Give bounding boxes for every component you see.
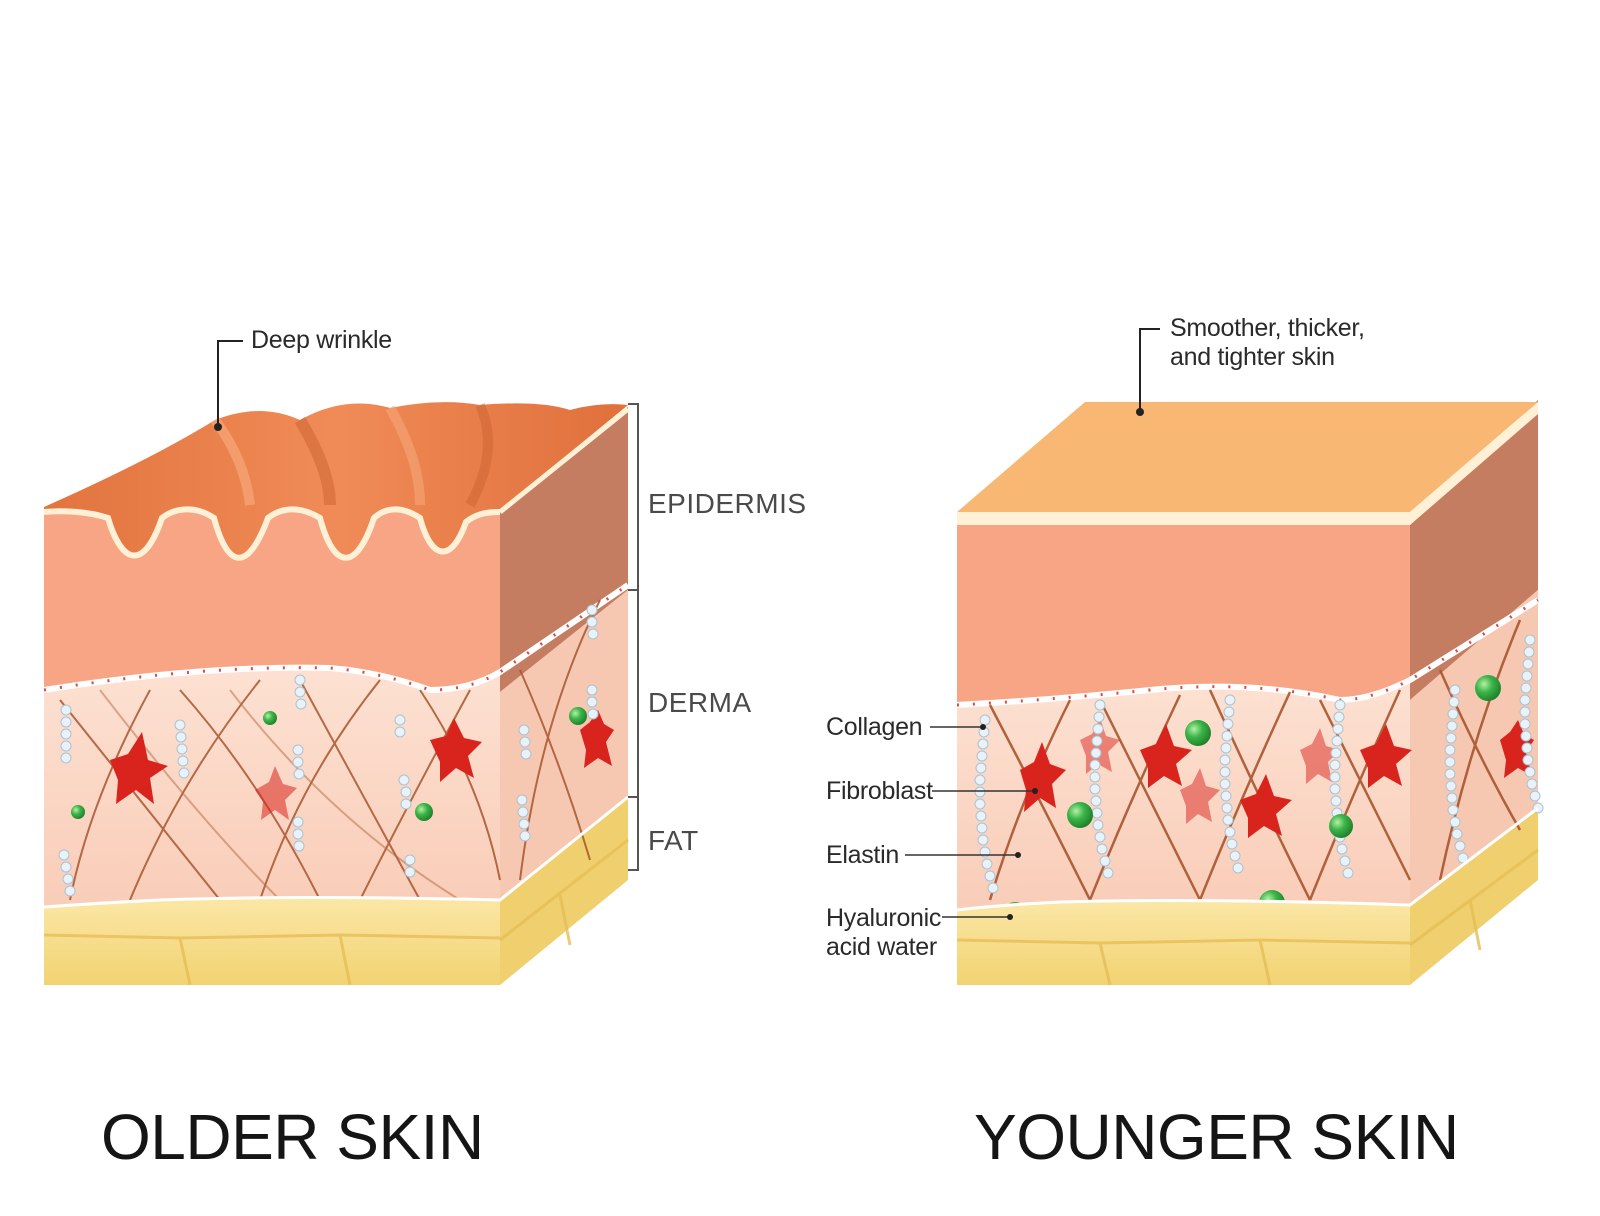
fibroblast-cell-icon [110,732,168,804]
collagen-label: Collagen [826,713,923,741]
older-epidermis-side [500,407,628,692]
deep-wrinkle-pointer [217,340,243,427]
older-skin-title: OLDER SKIN [101,1101,484,1173]
hyaluronic-label-line2: acid water [826,933,937,961]
fibroblast-cell-icon [430,718,482,782]
fibroblast-label: Fibroblast [826,777,933,805]
epidermis-label: EPIDERMIS [648,488,807,519]
collagen-strand-icon [60,704,72,764]
younger-smooth-surface [957,402,1538,512]
elastin-label: Elastin [826,841,899,869]
layer-bracket [628,403,639,871]
older-fat-front [44,897,500,985]
hyaluronic-label: Hyaluronic acid water [826,904,941,962]
younger-epidermis-front [957,525,1410,705]
hyaluronic-label-line1: Hyaluronic [826,904,942,932]
fibroblast-cell-icon [255,766,297,820]
older-skin-block [43,340,630,986]
deep-wrinkle-label: Deep wrinkle [251,326,392,354]
younger-skin-title: YOUNGER SKIN [974,1101,1459,1173]
younger-callout-line2: and tighter skin [1170,343,1335,371]
fat-label: FAT [648,825,699,856]
derma-label: DERMA [648,687,752,718]
younger-callout-line1: Smoother, thicker, [1170,314,1365,342]
younger-callout: Smoother, thicker, and tighter skin [1170,314,1365,372]
younger-skin-block [905,328,1544,986]
older-collagen [58,604,599,897]
fibroblast-cell-icon [580,710,614,768]
older-epidermis-front [44,507,500,693]
older-hyaluronic [71,707,587,821]
hyaluronic-sphere-icon [263,711,277,725]
older-wrinkled-surface [44,402,628,556]
older-fibroblasts [110,710,614,820]
